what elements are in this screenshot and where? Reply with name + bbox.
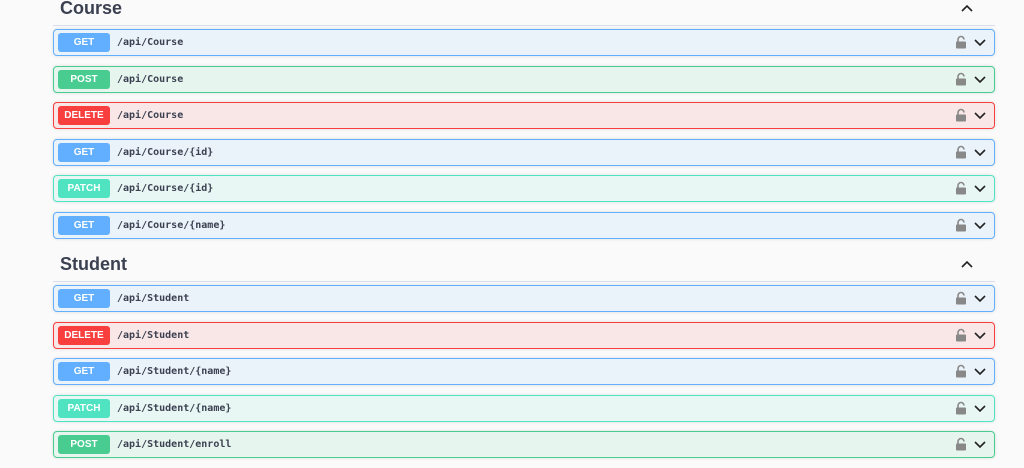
operations-list: GET /api/Student DELETE /api/Student GET… (53, 282, 995, 458)
chevron-down-icon[interactable] (973, 182, 987, 194)
section-title: Course (60, 0, 123, 18)
lock-icon[interactable] (955, 72, 967, 86)
method-badge: POST (58, 69, 110, 89)
method-badge: GET (58, 33, 110, 52)
lock-icon[interactable] (955, 108, 967, 122)
operation-path: /api/Course/{id} (117, 146, 214, 158)
operation-path: /api/Student (117, 293, 190, 304)
operation-get[interactable]: GET /api/Course/{id} (53, 138, 995, 166)
section-course: Course GET /api/Course POST /api/Course … (53, 0, 995, 248)
operation-path: /api/Student/{name} (117, 402, 232, 414)
chevron-up-icon[interactable] (959, 0, 975, 16)
lock-icon[interactable] (955, 145, 967, 159)
section-student: Student GET /api/Student DELETE /api/Stu… (53, 238, 995, 468)
operation-path: /api/Student (117, 329, 190, 341)
operation-patch[interactable]: PATCH /api/Student/{name} (53, 394, 995, 422)
chevron-down-icon[interactable] (973, 73, 987, 85)
method-badge: GET (58, 289, 110, 308)
lock-icon[interactable] (955, 401, 967, 415)
operation-path: /api/Course/{name} (117, 219, 226, 231)
lock-icon[interactable] (955, 291, 967, 305)
operation-post[interactable]: POST /api/Course (53, 65, 995, 93)
chevron-down-icon[interactable] (973, 219, 987, 231)
method-badge: POST (58, 435, 110, 454)
method-badge: DELETE (58, 325, 110, 345)
operation-path: /api/Course/{id} (117, 183, 214, 194)
chevron-down-icon[interactable] (973, 36, 987, 48)
operation-path: /api/Course (117, 110, 184, 121)
method-badge: GET (58, 215, 110, 235)
method-badge: DELETE (58, 106, 110, 125)
method-badge: PATCH (58, 179, 110, 198)
operations-list: GET /api/Course POST /api/Course DELETE … (53, 26, 995, 239)
chevron-up-icon[interactable] (959, 256, 975, 272)
operation-post[interactable]: POST /api/Student/enroll (53, 431, 995, 458)
chevron-down-icon[interactable] (973, 329, 987, 341)
lock-icon[interactable] (955, 364, 967, 378)
operation-get[interactable]: GET /api/Course/{name} (53, 211, 995, 239)
lock-icon[interactable] (955, 35, 967, 49)
operation-delete[interactable]: DELETE /api/Course (53, 102, 995, 129)
operation-path: /api/Course (117, 73, 184, 85)
method-badge: PATCH (58, 398, 110, 418)
chevron-down-icon[interactable] (973, 292, 987, 304)
operation-get[interactable]: GET /api/Student (53, 285, 995, 312)
lock-icon[interactable] (955, 328, 967, 342)
operation-delete[interactable]: DELETE /api/Student (53, 321, 995, 349)
section-header[interactable]: Student (53, 238, 995, 282)
operation-path: /api/Course (117, 37, 184, 48)
method-badge: GET (58, 142, 110, 162)
chevron-down-icon[interactable] (973, 109, 987, 121)
lock-icon[interactable] (955, 181, 967, 195)
chevron-down-icon[interactable] (973, 365, 987, 377)
chevron-down-icon[interactable] (973, 438, 987, 450)
operation-patch[interactable]: PATCH /api/Course/{id} (53, 175, 995, 202)
operation-get[interactable]: GET /api/Course (53, 29, 995, 56)
operation-path: /api/Student/{name} (117, 366, 232, 377)
operation-path: /api/Student/enroll (117, 439, 232, 450)
lock-icon[interactable] (955, 437, 967, 451)
section-title: Student (60, 254, 127, 274)
method-badge: GET (58, 362, 110, 381)
section-header[interactable]: Course (53, 0, 995, 26)
lock-icon[interactable] (955, 218, 967, 232)
chevron-down-icon[interactable] (973, 146, 987, 158)
operation-get[interactable]: GET /api/Student/{name} (53, 358, 995, 385)
chevron-down-icon[interactable] (973, 402, 987, 414)
